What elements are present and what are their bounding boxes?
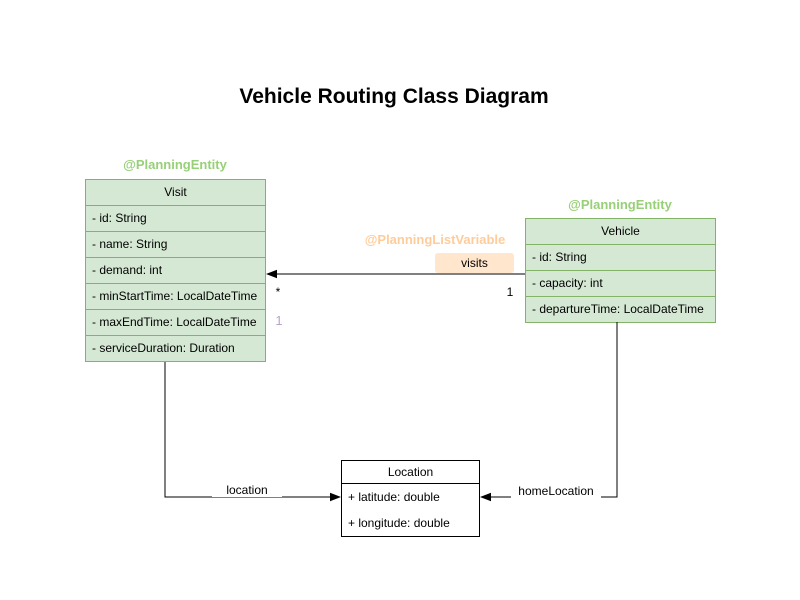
visit-attribute: - minStartTime: LocalDateTime	[86, 284, 265, 310]
location-class-box: Location + latitude: double + longitude:…	[341, 460, 480, 537]
visit-attribute: - id: String	[86, 206, 265, 232]
visit-attribute: - maxEndTime: LocalDateTime	[86, 310, 265, 336]
visits-target-multiplicity: *	[275, 285, 281, 299]
planning-list-variable-annotation: @PlanningListVariable	[364, 232, 506, 247]
location-attribute: + longitude: double	[348, 516, 450, 530]
vehicle-attribute: - id: String	[526, 245, 715, 271]
location-edge-label: location	[212, 483, 282, 497]
home-location-edge-line	[483, 322, 618, 498]
location-class-name: Location	[342, 461, 479, 484]
visit-attribute: - serviceDuration: Duration	[92, 341, 235, 355]
visit-attribute: - demand: int	[86, 258, 265, 284]
vehicle-attribute: - departureTime: LocalDateTime	[532, 302, 704, 316]
home-location-edge-label: homeLocation	[511, 484, 601, 498]
vehicle-attribute: - capacity: int	[526, 271, 715, 297]
vehicle-class-box: Vehicle - id: String - capacity: int - d…	[525, 218, 716, 323]
visit-planning-entity-annotation: @PlanningEntity	[123, 157, 227, 172]
diagram-title: Vehicle Routing Class Diagram	[239, 85, 549, 108]
location-edge-arrowhead-icon	[330, 492, 341, 502]
visits-index-label: 1	[275, 313, 283, 328]
home-location-edge-arrowhead-icon	[480, 492, 491, 502]
visits-source-multiplicity: 1	[506, 285, 514, 299]
visits-edge-arrowhead-icon	[266, 269, 277, 279]
location-edge-line	[164, 362, 338, 498]
visits-edge-label: visits	[435, 253, 514, 273]
visit-attribute: - name: String	[86, 232, 265, 258]
vehicle-planning-entity-annotation: @PlanningEntity	[568, 197, 672, 212]
location-attribute: + latitude: double	[348, 490, 440, 504]
visit-class-name: Visit	[86, 180, 265, 206]
vehicle-class-name: Vehicle	[526, 219, 715, 245]
visit-class-box: Visit - id: String - name: String - dema…	[85, 179, 266, 362]
